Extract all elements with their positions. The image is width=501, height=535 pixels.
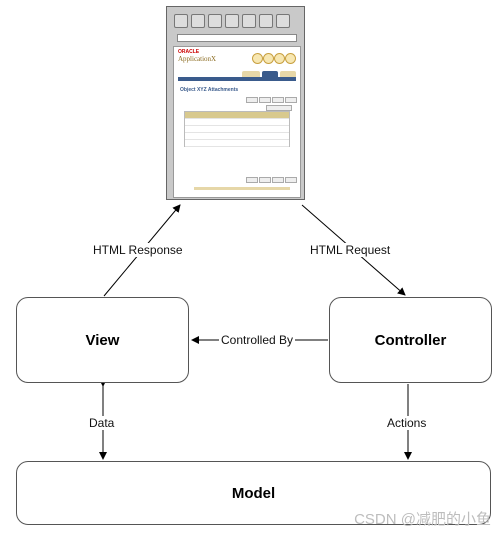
- page-button: [259, 97, 271, 103]
- toolbar-button-icon: [174, 14, 188, 28]
- page-tab-active: [262, 71, 278, 77]
- toolbar-button-icon: [191, 14, 205, 28]
- footer-links: [194, 187, 290, 190]
- model-label: Model: [231, 484, 276, 502]
- page-tab: [280, 71, 296, 77]
- edge-label-html-response: HTML Response: [91, 243, 185, 257]
- toolbar-button-icon: [276, 14, 290, 28]
- page-button: [246, 177, 258, 183]
- app-name: ApplicationX: [178, 55, 217, 63]
- toolbar-button-icon: [259, 14, 273, 28]
- page-button: [272, 97, 284, 103]
- page-button: [285, 177, 297, 183]
- edge-label-actions: Actions: [385, 416, 429, 430]
- edge-label-controlled-by: Controlled By: [219, 333, 296, 347]
- edge-label-html-request: HTML Request: [308, 243, 393, 257]
- page-button: [285, 97, 297, 103]
- edge-label-data: Data: [87, 416, 117, 430]
- toolbar-button-icon: [242, 14, 256, 28]
- web-page-thumbnail: ORACLE ApplicationX Object XYZ Attachmen…: [173, 46, 301, 198]
- page-button: [259, 177, 271, 183]
- view-label: View: [85, 331, 120, 349]
- nav-bar: [178, 77, 296, 81]
- toolbar-button-icon: [225, 14, 239, 28]
- page-button: [246, 97, 258, 103]
- controller-node: Controller: [329, 297, 492, 383]
- page-button: [272, 177, 284, 183]
- global-icon: [285, 53, 296, 64]
- model-node: Model: [16, 461, 491, 525]
- page-tab: [242, 71, 260, 77]
- address-bar: [177, 34, 297, 42]
- watermark: CSDN @减肥的小鱼: [354, 511, 491, 528]
- global-icon: [274, 53, 285, 64]
- browser-window-illustration: ORACLE ApplicationX Object XYZ Attachmen…: [166, 6, 305, 200]
- controller-label: Controller: [374, 331, 447, 349]
- page-title: Object XYZ Attachments: [180, 87, 239, 93]
- brand-logo: ORACLE: [178, 49, 200, 55]
- attachments-table: [184, 111, 290, 147]
- toolbar-button-icon: [208, 14, 222, 28]
- view-node: View: [16, 297, 189, 383]
- page-button: [266, 105, 292, 111]
- global-icon: [252, 53, 263, 64]
- global-icon: [263, 53, 274, 64]
